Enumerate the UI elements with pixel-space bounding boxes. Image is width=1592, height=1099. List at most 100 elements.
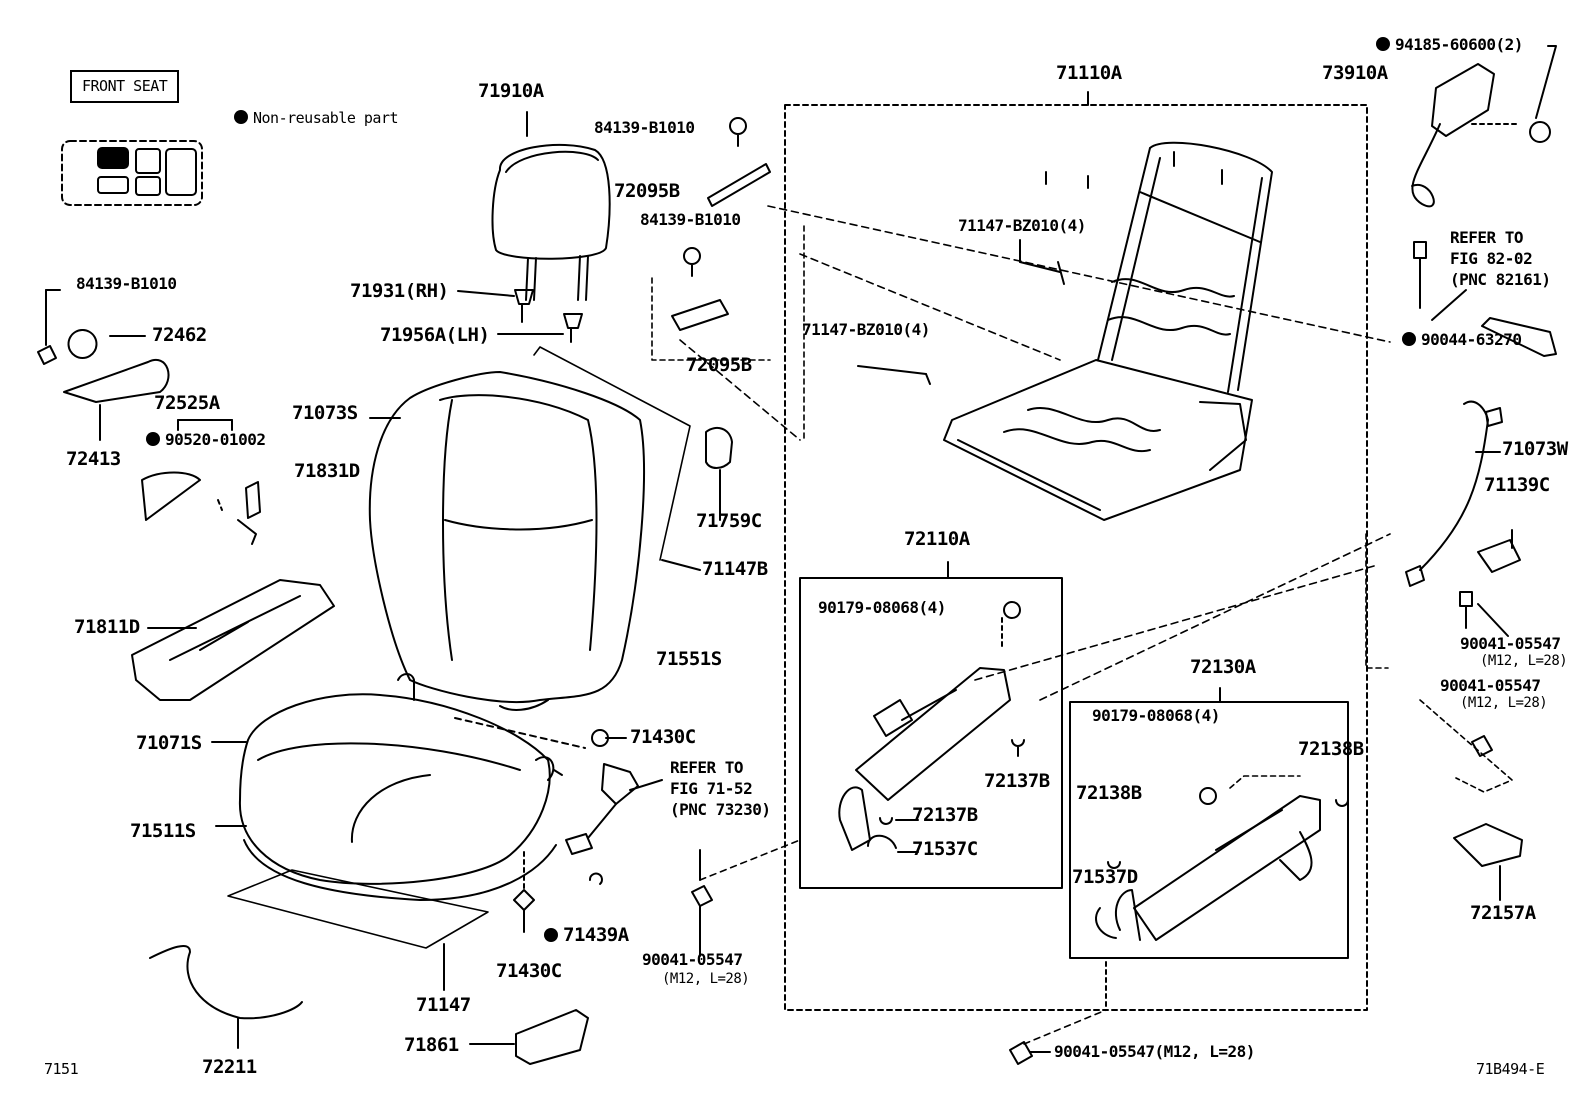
bolt-90041-bottom	[1009, 1041, 1033, 1065]
label-72525a: 72525A	[154, 392, 220, 414]
label-90179-a: 90179-08068(4)	[818, 598, 946, 617]
label-72413: 72413	[66, 448, 121, 470]
ref-71-52-line2: FIG 71-52	[670, 778, 753, 798]
wire-connector-top	[1485, 407, 1503, 427]
label-90041-r2-spec: (M12, L=28)	[1460, 695, 1548, 711]
label-90179-b: 90179-08068(4)	[1092, 706, 1220, 725]
label-71910a: 71910A	[478, 80, 544, 102]
label-71511s: 71511S	[130, 820, 196, 842]
label-90041-mid: 90041-05547	[642, 950, 743, 969]
label-71439a-text: 71439A	[563, 924, 629, 946]
label-90520: 90520-01002	[146, 432, 266, 448]
label-90041-r1-spec: (M12, L=28)	[1480, 653, 1568, 669]
label-84139-mid: 84139-B1010	[640, 210, 741, 229]
label-71147-bz010-a: 71147-BZ010(4)	[958, 216, 1086, 235]
guide-lh	[563, 313, 583, 343]
ref-82-02-line2: FIG 82-02	[1450, 248, 1533, 268]
cover-71139c	[1477, 539, 1521, 573]
seat-frame	[943, 141, 1273, 521]
cover-71861	[515, 1009, 589, 1065]
bolt-left	[37, 345, 57, 365]
label-71439a: 71439A	[544, 926, 629, 945]
label-94185-text: 94185-60600(2)	[1395, 35, 1523, 54]
label-90044: 90044-63270	[1402, 330, 1522, 349]
non-reusable-marker-icon	[544, 928, 558, 942]
label-71551s: 71551S	[656, 648, 722, 670]
seat-track-72110a	[838, 601, 1021, 851]
label-72110a: 72110A	[904, 528, 970, 550]
non-reusable-marker-icon	[1402, 332, 1416, 346]
headrest	[491, 111, 611, 301]
guide-rh	[514, 289, 534, 323]
bezel-71759c	[705, 426, 733, 469]
label-90041-bottom: 90041-05547(M12, L=28)	[1054, 1042, 1255, 1061]
label-71073w: 71073W	[1502, 438, 1568, 460]
label-72095b-mid: 72095B	[686, 354, 752, 376]
ref-82-02-line1: REFER TO	[1450, 228, 1524, 247]
seat-heater	[227, 869, 489, 949]
legend: Non-reusable part	[234, 109, 399, 127]
label-72211: 72211	[202, 1056, 257, 1078]
trim-72095b-top	[707, 163, 771, 207]
bolt-90041-r1	[1459, 591, 1473, 629]
clip-72137b-b	[1011, 739, 1025, 757]
clip-71537c	[867, 834, 897, 849]
seat-shield	[131, 579, 335, 701]
harness-connector	[565, 833, 593, 855]
label-90044-text: 90044-63270	[1421, 330, 1522, 349]
label-71147: 71147	[416, 994, 471, 1016]
label-71831d: 71831D	[294, 460, 360, 482]
reference-fig-71-52: REFER TO FIG 71-52 (PNC 73230)	[670, 758, 771, 820]
washer-72462	[67, 329, 98, 359]
label-71110a: 71110A	[1056, 62, 1122, 84]
label-90041-r2: 90041-05547	[1440, 676, 1541, 695]
label-72137b-b: 72137B	[984, 770, 1050, 792]
frame-assembly-box	[784, 104, 1368, 1011]
wire-connector-bottom	[1405, 565, 1425, 587]
wire-71073w	[1419, 400, 1489, 571]
cushion-pad	[243, 839, 557, 901]
label-71759c: 71759C	[696, 510, 762, 532]
label-84139-top: 84139-B1010	[594, 118, 695, 137]
clip-72138b-a	[1335, 799, 1349, 807]
label-71147b: 71147B	[702, 558, 768, 580]
non-reusable-marker-icon	[1376, 37, 1390, 51]
clip-72138b-b	[1107, 861, 1121, 869]
recliner-handle	[63, 359, 170, 403]
adjuster-box-72130a	[1069, 701, 1349, 959]
label-72138b-b: 72138B	[1076, 782, 1142, 804]
buckle-connector	[601, 763, 639, 805]
seat-cushion	[238, 673, 555, 885]
connector-82161	[1413, 241, 1427, 309]
label-94185: 94185-60600(2)	[1376, 37, 1523, 53]
bolt-90041-mid	[691, 849, 713, 907]
wire-72211	[149, 944, 303, 1020]
label-71071s: 71071S	[136, 732, 202, 754]
trim-72095b-mid	[671, 299, 729, 331]
label-72138b-a: 72138B	[1298, 738, 1364, 760]
illustration-code: 71B494-E	[1476, 1060, 1545, 1078]
clip-84139-mid	[683, 247, 701, 277]
non-reusable-marker-icon	[146, 432, 160, 446]
nut-94185	[1529, 121, 1551, 143]
ref-82-02-line3: (PNC 82161)	[1450, 269, 1551, 289]
lever-72525a	[141, 471, 201, 521]
label-71811d: 71811D	[74, 616, 140, 638]
reference-fig-82-02: REFER TO FIG 82-02 (PNC 82161)	[1450, 228, 1551, 290]
label-72157a: 72157A	[1470, 902, 1536, 924]
clip-84139-top	[729, 117, 747, 147]
bolt-90041-r2	[1471, 735, 1493, 757]
seat-position-icon	[61, 140, 203, 206]
label-90041-r1: 90041-05547	[1460, 634, 1561, 653]
lever-cover	[237, 481, 261, 545]
label-71861: 71861	[404, 1034, 459, 1056]
label-90041-mid-spec: (M12, L=28)	[662, 971, 750, 987]
label-71537c: 71537C	[912, 838, 978, 860]
legend-text: Non-reusable part	[253, 109, 399, 127]
label-84139-left: 84139-B1010	[76, 274, 177, 293]
figure-number: 7151	[44, 1060, 79, 1078]
label-71430c-a: 71430C	[630, 726, 696, 748]
clip-71537d	[1095, 907, 1117, 939]
seat-back	[368, 371, 645, 711]
